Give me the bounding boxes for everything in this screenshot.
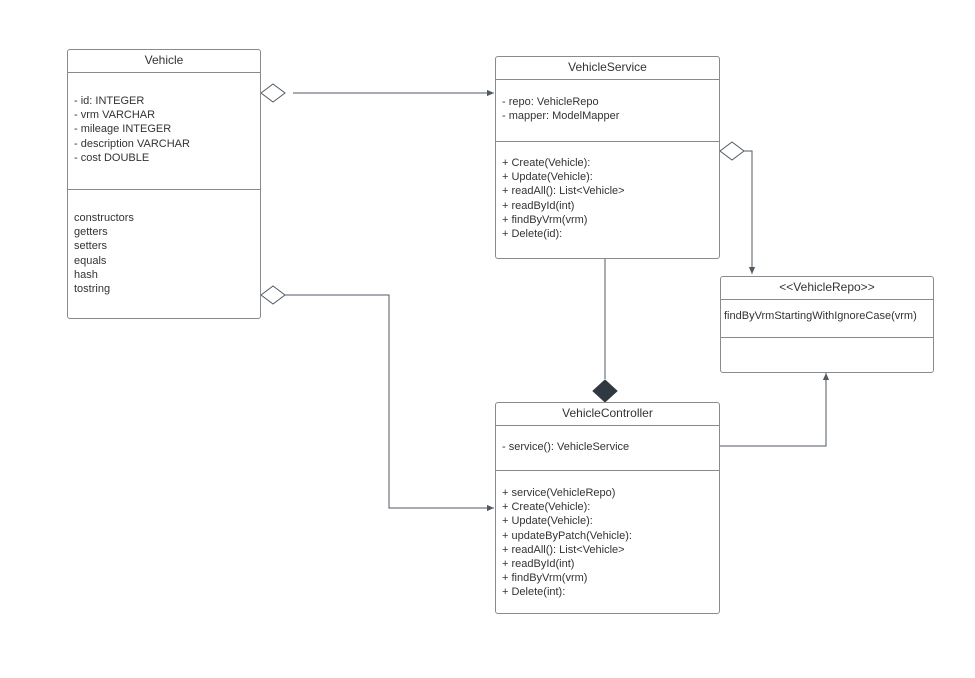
method: + updateByPatch(Vehicle): bbox=[502, 529, 632, 542]
method: constructors bbox=[74, 212, 134, 224]
relation-line bbox=[720, 373, 830, 447]
aggregation-diamond bbox=[719, 141, 745, 161]
method: hash bbox=[74, 268, 98, 281]
attribute: findByVrmStartingWithIgnoreCase(vrm) bbox=[724, 310, 917, 322]
attributes-section: findByVrmStartingWithIgnoreCase(vrm) bbox=[721, 300, 933, 337]
relation-vehicle-to-controller[interactable] bbox=[260, 285, 494, 512]
methods-section: + Create(Vehicle): + Update(Vehicle): + … bbox=[496, 141, 719, 241]
attribute: - description VARCHAR bbox=[74, 137, 190, 150]
methods-section: + service(VehicleRepo) + Create(Vehicle)… bbox=[496, 470, 719, 600]
class-vehicle-repo[interactable]: <<VehicleRepo>> findByVrmStartingWithIgn… bbox=[720, 276, 934, 373]
attributes-section: - repo: VehicleRepo - mapper: ModelMappe… bbox=[496, 80, 719, 141]
method: setters bbox=[74, 240, 108, 253]
class-name: <<VehicleRepo>> bbox=[721, 277, 933, 300]
relation-service-to-repo[interactable] bbox=[719, 141, 756, 274]
composition-diamond bbox=[592, 379, 618, 403]
relation-line bbox=[744, 150, 756, 274]
method: + findByVrm(vrm) bbox=[502, 572, 588, 585]
method: + service(VehicleRepo) bbox=[502, 487, 616, 499]
method: equals bbox=[74, 254, 107, 267]
attribute: - id: INTEGER bbox=[74, 95, 145, 107]
class-name: Vehicle bbox=[68, 50, 260, 73]
attributes-section: - id: INTEGER - vrm VARCHAR - mileage IN… bbox=[68, 73, 260, 189]
method: tostring bbox=[74, 283, 111, 296]
method: getters bbox=[74, 226, 108, 239]
class-vehicle[interactable]: Vehicle - id: INTEGER - vrm VARCHAR - mi… bbox=[67, 49, 261, 319]
attribute: - service(): VehicleService bbox=[502, 441, 630, 453]
method: + Delete(int): bbox=[502, 586, 566, 599]
aggregation-diamond bbox=[260, 83, 286, 103]
method: + findByVrm(vrm) bbox=[502, 213, 588, 226]
method: + Update(Vehicle): bbox=[502, 515, 593, 528]
method: + readAll(): List<Vehicle> bbox=[502, 543, 625, 556]
relation-controller-to-repo[interactable] bbox=[720, 373, 830, 447]
class-vehicle-service[interactable]: VehicleService - repo: VehicleRepo - map… bbox=[495, 56, 720, 259]
method: + readById(int) bbox=[502, 558, 575, 571]
method: + Update(Vehicle): bbox=[502, 171, 593, 184]
attribute: - mileage INTEGER bbox=[74, 123, 172, 136]
methods-section bbox=[721, 337, 933, 372]
class-name: VehicleController bbox=[496, 403, 719, 426]
method: + Create(Vehicle): bbox=[502, 501, 591, 514]
class-name: VehicleService bbox=[496, 57, 719, 80]
attribute: - cost DOUBLE bbox=[74, 151, 150, 164]
attribute: - vrm VARCHAR bbox=[74, 109, 156, 122]
method: + readById(int) bbox=[502, 199, 575, 212]
methods-section: constructors getters setters equals hash… bbox=[68, 189, 260, 296]
attribute: - mapper: ModelMapper bbox=[502, 110, 620, 123]
relation-vehicle-to-service[interactable] bbox=[260, 83, 494, 103]
method: + Delete(id): bbox=[502, 228, 563, 241]
method: + readAll(): List<Vehicle> bbox=[502, 185, 625, 198]
attribute: - repo: VehicleRepo bbox=[502, 96, 599, 108]
relation-service-to-controller[interactable] bbox=[592, 259, 618, 403]
relation-line bbox=[285, 294, 494, 512]
method: + Create(Vehicle): bbox=[502, 157, 591, 169]
class-vehicle-controller[interactable]: VehicleController - service(): VehicleSe… bbox=[495, 402, 720, 614]
attributes-section: - service(): VehicleService bbox=[496, 426, 719, 470]
aggregation-diamond bbox=[260, 285, 286, 305]
